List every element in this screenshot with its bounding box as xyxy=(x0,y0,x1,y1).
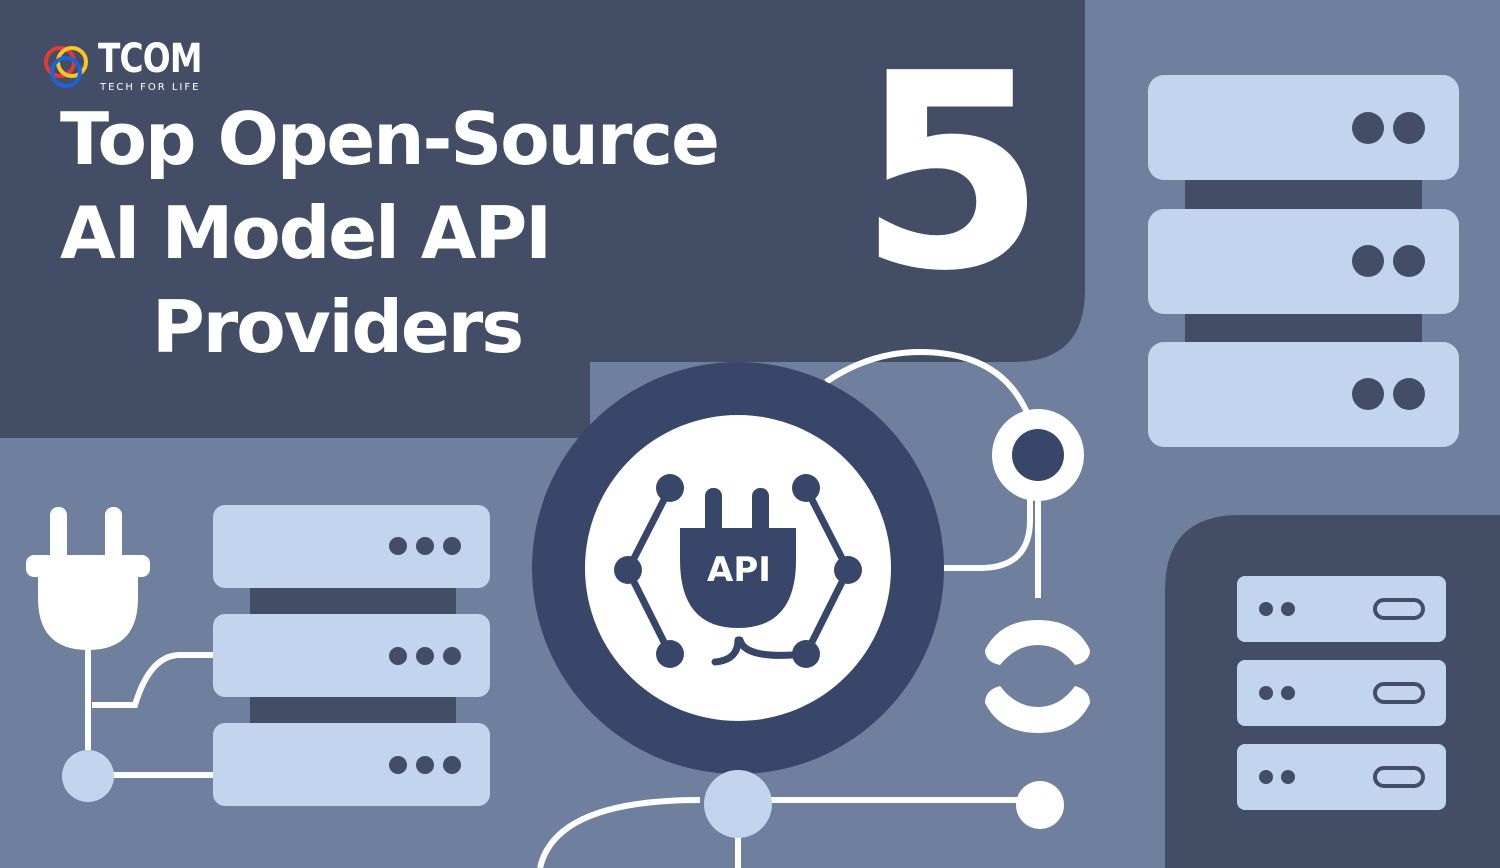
server-rack-top-right xyxy=(1148,75,1459,447)
plug-icon xyxy=(26,507,150,802)
server-rack-bottom-right xyxy=(1237,576,1446,810)
headline-line-3: Providers xyxy=(152,285,524,369)
logo-tagline: TECH FOR LIFE xyxy=(100,82,201,93)
big-number: 5 xyxy=(858,15,1046,330)
api-hub xyxy=(532,362,944,774)
headline: Top Open-Source AI Model API Providers xyxy=(60,92,820,374)
tcom-logo: TCOM TECH FOR LIFE xyxy=(42,36,212,98)
logo-rings-icon xyxy=(44,46,88,88)
link-icon xyxy=(985,620,1090,733)
connection-node-icon xyxy=(704,409,1084,838)
server-rack-icon xyxy=(213,505,490,806)
connection-lines xyxy=(85,348,1041,868)
api-label: API xyxy=(707,550,771,590)
dark-panel-top xyxy=(0,0,1085,438)
headline-line-2: AI Model API xyxy=(60,191,552,275)
logo-name: TCOM xyxy=(98,36,203,82)
headline-line-1: Top Open-Source xyxy=(60,97,720,181)
